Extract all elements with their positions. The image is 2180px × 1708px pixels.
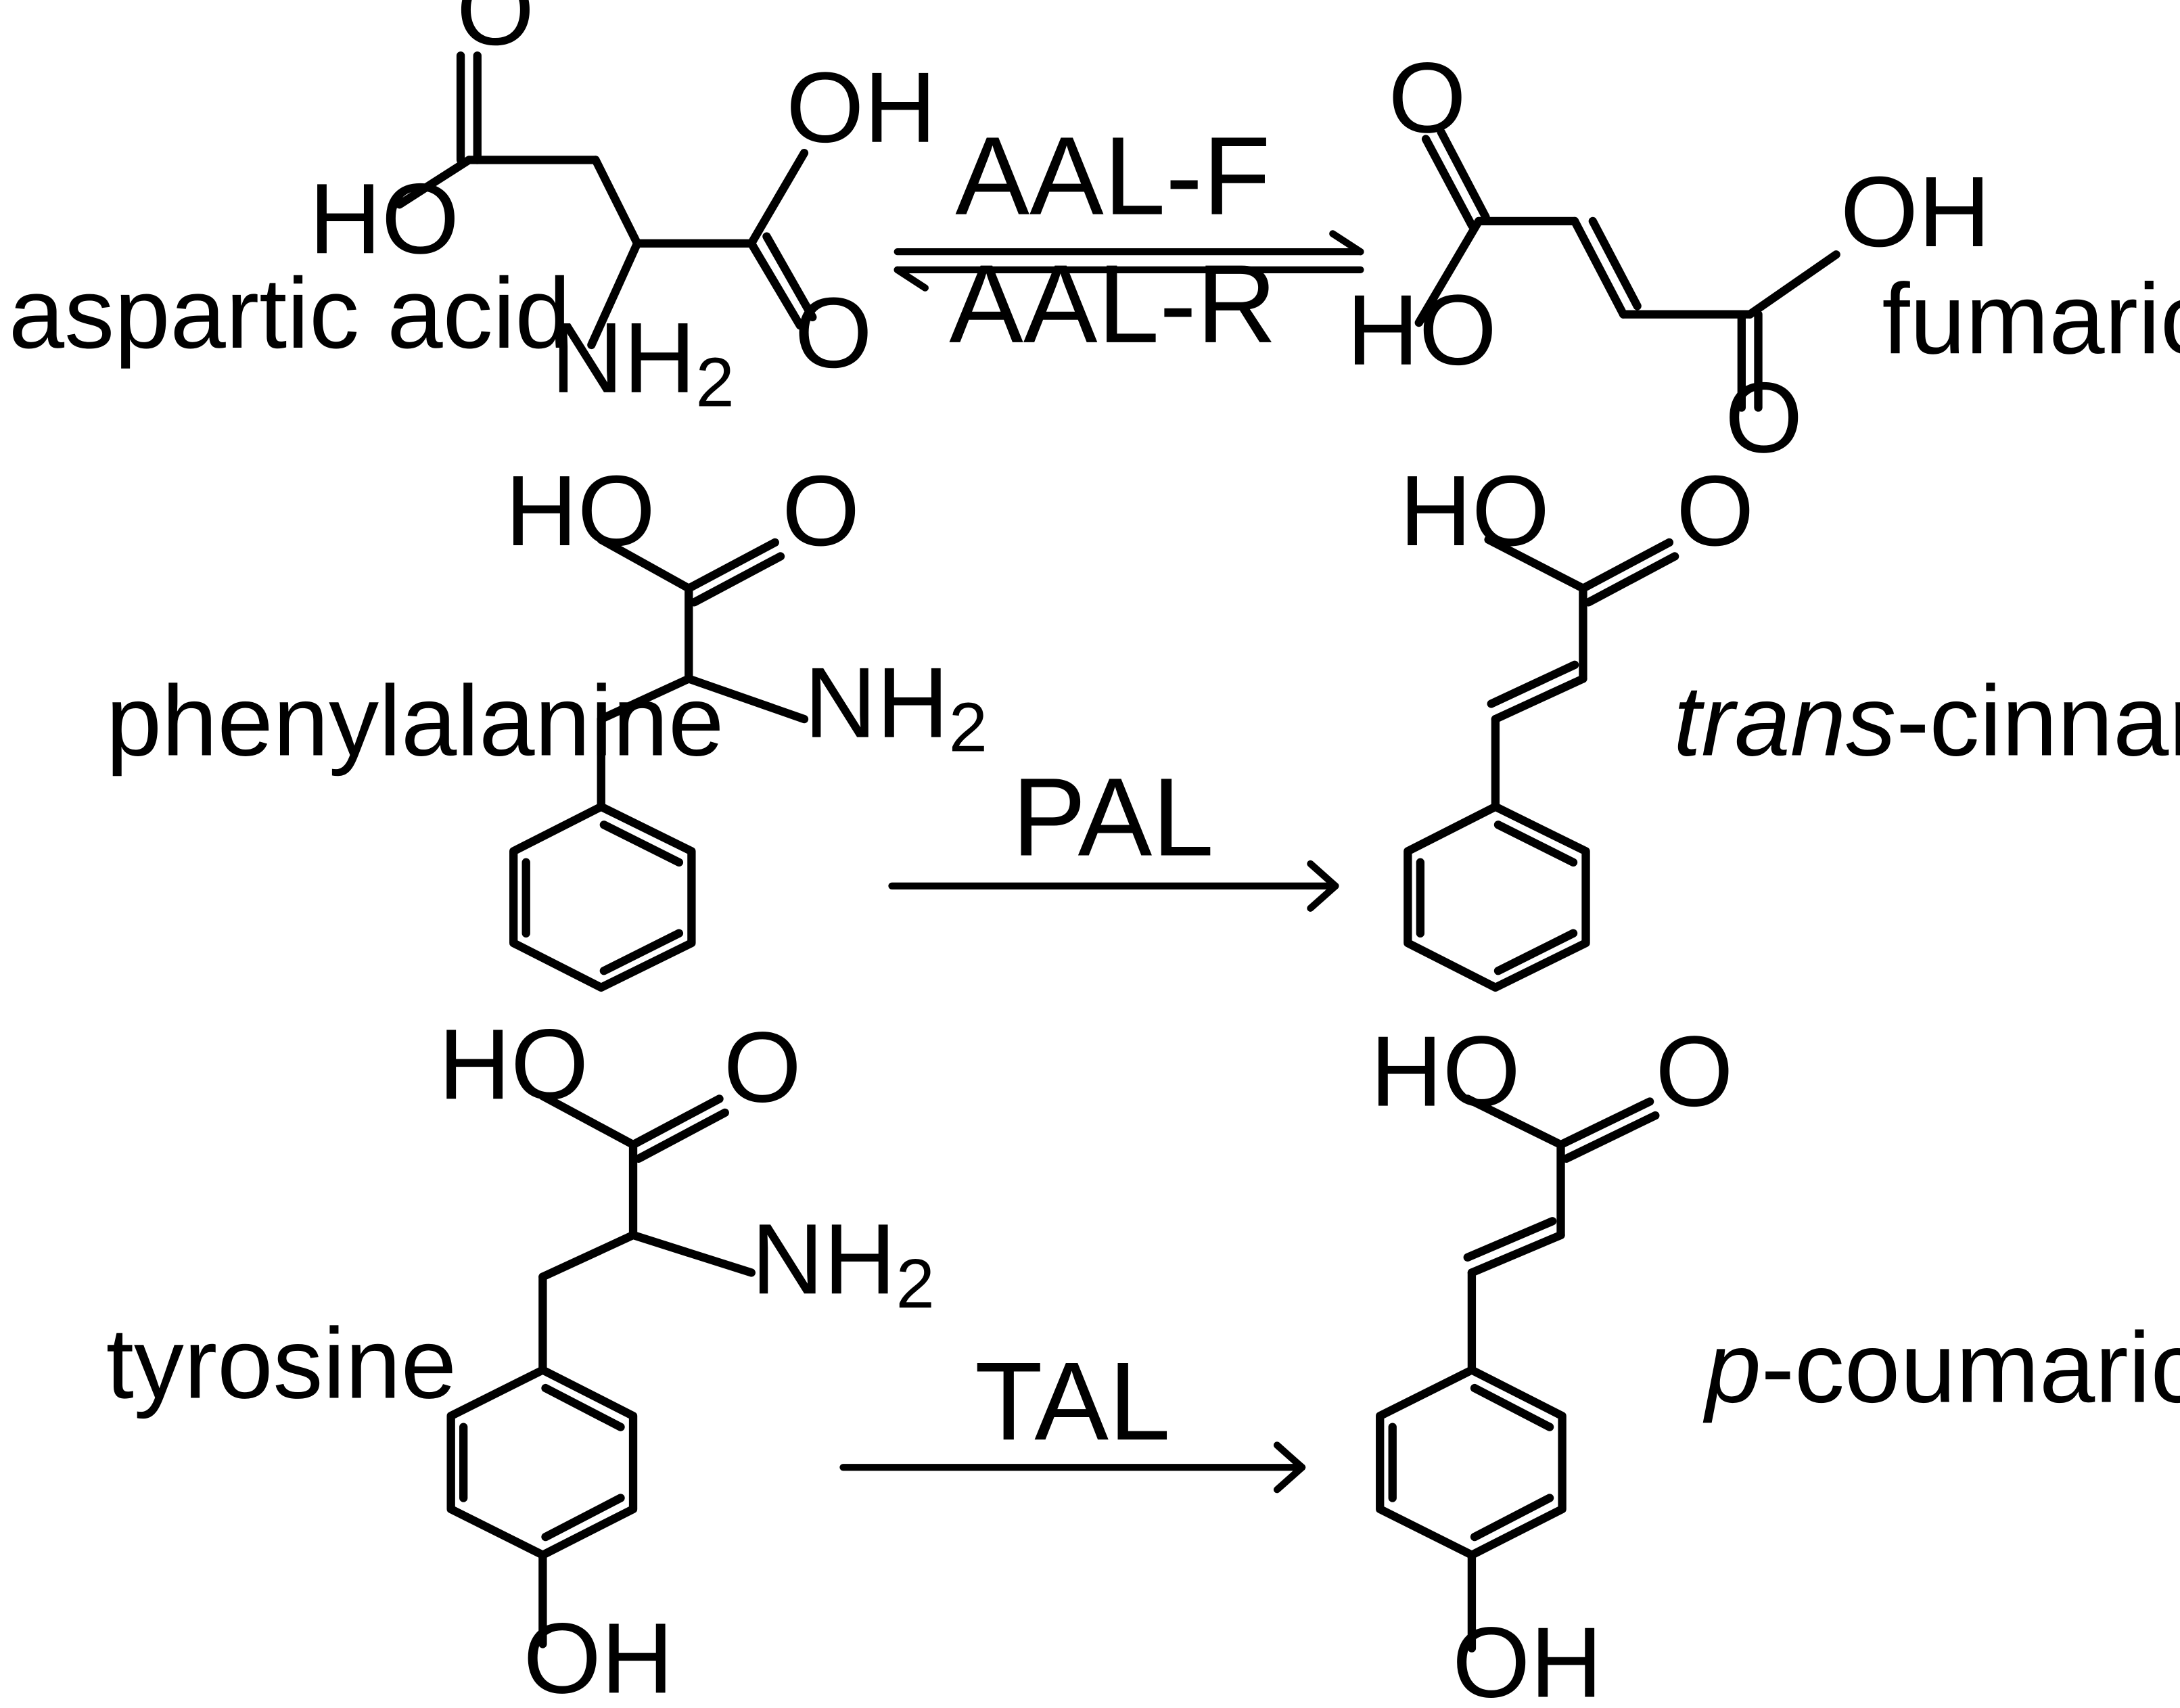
phenylalanine-o: O xyxy=(782,455,860,567)
fumaric-acid-label: fumaric acid xyxy=(1882,263,2180,375)
phenylalanine-label: phenylalanine xyxy=(106,666,724,777)
tyrosine-ho: HO xyxy=(438,1009,588,1120)
equilibrium-arrows xyxy=(894,230,1364,292)
fumaric-oh-right: OH xyxy=(1840,156,1991,268)
tal-label: TAL xyxy=(975,1339,1170,1463)
aspartic-oh-right: OH xyxy=(786,52,936,164)
tyrosine-o: O xyxy=(724,1012,802,1124)
aal-f-label: AAL-F xyxy=(955,114,1270,238)
coumaric-oh: OH xyxy=(1452,1607,1602,1708)
trans-cinnamic-acid-label: trans-cinnamic acid xyxy=(1673,666,2180,777)
p-coumaric-acid-label: p-coumaric acid xyxy=(1702,1312,2180,1424)
aspartic-nh2: NH2 xyxy=(551,302,735,421)
tyrosine-oh: OH xyxy=(524,1602,674,1708)
fumaric-ho-left: HO xyxy=(1347,275,1497,386)
fumaric-o-top: O xyxy=(1389,42,1466,154)
aal-r-label: AAL-R xyxy=(949,241,1276,366)
fumaric-acid-structure xyxy=(1414,128,1840,412)
trans-cinnamic-acid-structure xyxy=(1404,535,1679,992)
p-coumaric-acid-structure xyxy=(1376,1094,1660,1653)
cinnamic-o: O xyxy=(1676,455,1754,567)
phenylalanine-ho: HO xyxy=(505,455,655,567)
tyrosine-label: tyrosine xyxy=(106,1308,457,1419)
tyrosine-nh2: NH2 xyxy=(751,1203,935,1322)
tal-arrow xyxy=(839,1441,1306,1494)
fumaric-o-bottom: O xyxy=(1725,362,1803,474)
pal-arrow xyxy=(888,860,1339,912)
coumaric-o: O xyxy=(1655,1016,1733,1128)
aspartic-acid-label: aspartic acid xyxy=(9,258,571,369)
phenylalanine-structure xyxy=(509,535,809,992)
coumaric-ho: HO xyxy=(1370,1016,1521,1128)
phenylalanine-nh2: NH2 xyxy=(804,647,988,766)
tyrosine-structure xyxy=(446,1092,756,1648)
pal-label: PAL xyxy=(1012,755,1214,879)
aspartic-ho-left: HO xyxy=(309,163,459,275)
aspartic-acid-structure xyxy=(395,51,817,350)
cinnamic-ho: HO xyxy=(1399,455,1550,567)
aspartic-o-top: O xyxy=(457,0,534,66)
aspartic-o-bottom: O xyxy=(795,277,873,389)
